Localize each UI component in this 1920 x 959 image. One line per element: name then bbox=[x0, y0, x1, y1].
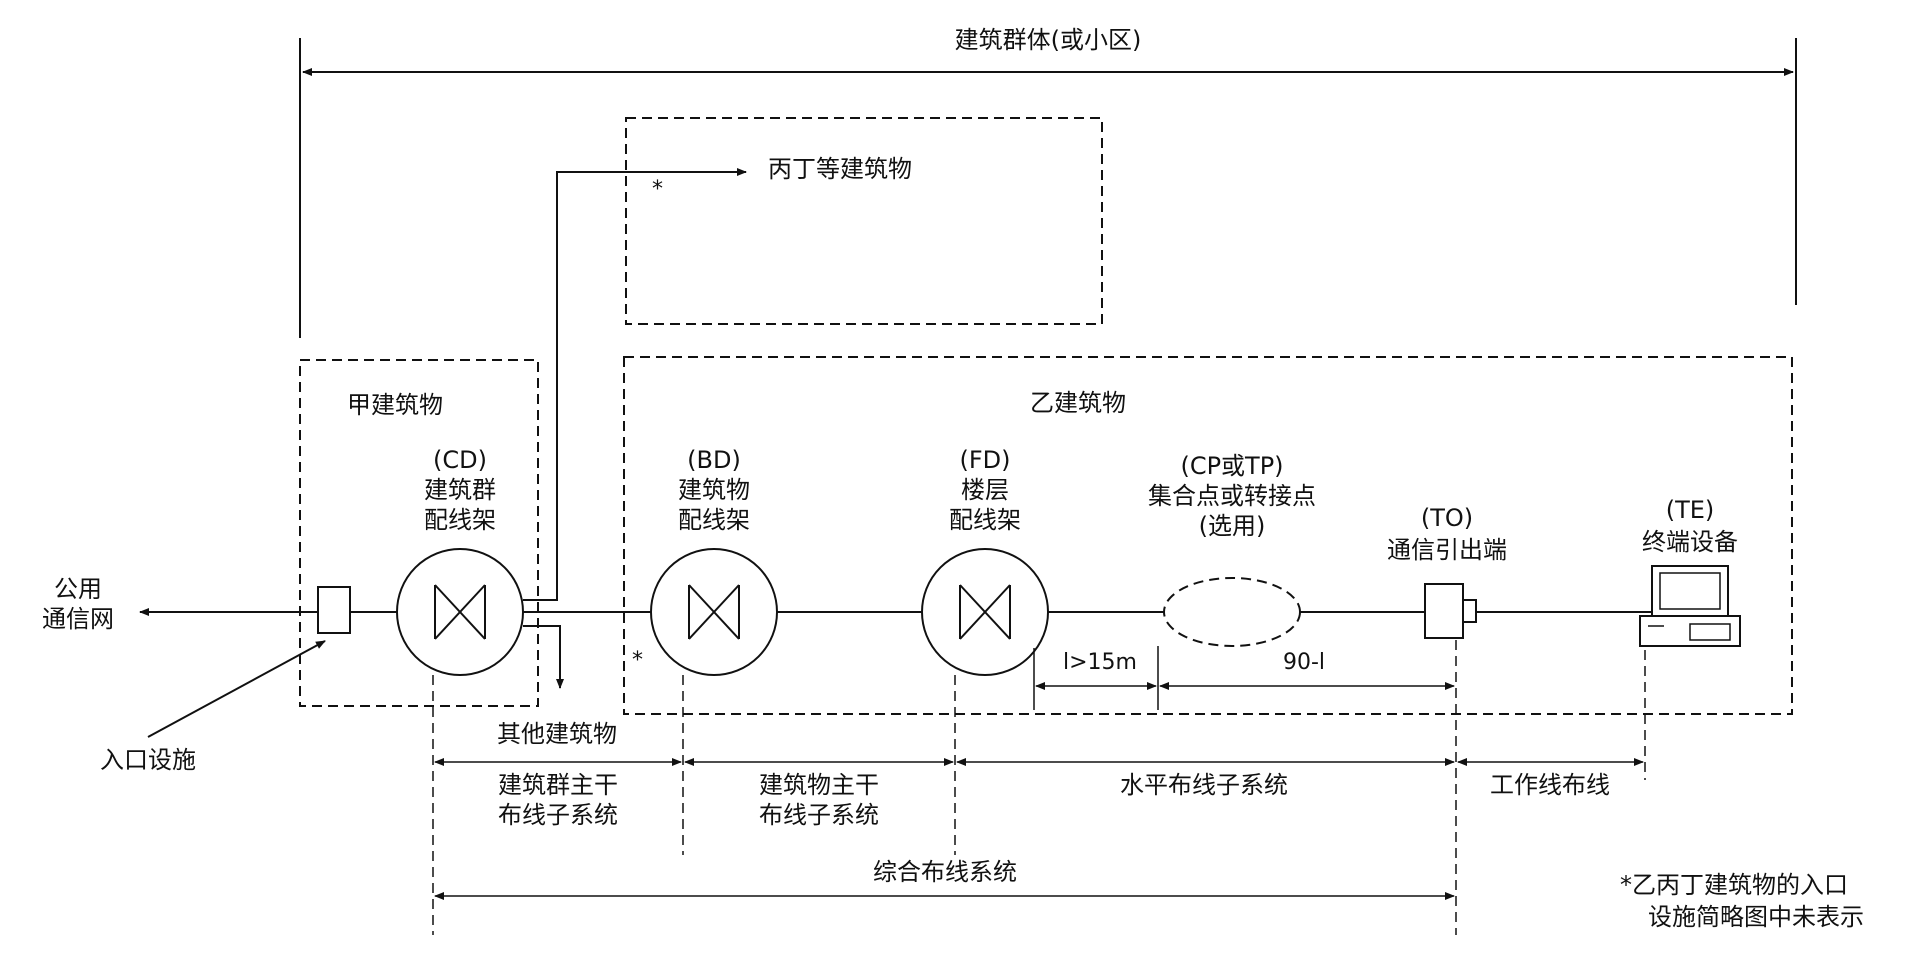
bd-code: (BD) bbox=[687, 446, 741, 474]
building-b-label: 乙建筑物 bbox=[1030, 389, 1126, 417]
sub-campus-label-2: 布线子系统 bbox=[498, 801, 618, 829]
entrance-facility-box bbox=[317, 586, 351, 634]
to-name: 通信引出端 bbox=[1387, 536, 1507, 564]
subsystem-dividers bbox=[432, 640, 1646, 935]
branch-down-other-buildings bbox=[523, 625, 564, 689]
dist-l-label: l>15m bbox=[1063, 650, 1137, 675]
building-b-box bbox=[623, 356, 1793, 715]
distance-dimensions bbox=[1033, 646, 1455, 710]
public-network-label-1: 公用 bbox=[54, 575, 102, 603]
public-network-label-2: 通信网 bbox=[42, 605, 114, 633]
entrance-facility-label: 入口设施 bbox=[100, 746, 196, 774]
sub-campus-label-1: 建筑群主干 bbox=[498, 771, 618, 799]
to-code: (TO) bbox=[1421, 504, 1473, 532]
cp-code: (CP或TP) bbox=[1180, 452, 1283, 480]
sub-horizontal-label: 水平布线子系统 bbox=[1120, 771, 1288, 799]
sub-building-label-2: 布线子系统 bbox=[759, 801, 879, 829]
building-a-label: 甲建筑物 bbox=[347, 391, 443, 419]
other-buildings-bottom-label: 其他建筑物 bbox=[497, 720, 617, 748]
cd-code: (CD) bbox=[433, 446, 487, 474]
dist-90-label: 90-l bbox=[1283, 650, 1325, 675]
cd-switch-icon bbox=[434, 584, 486, 640]
bd-switch-icon bbox=[688, 584, 740, 640]
sub-building-label-1: 建筑物主干 bbox=[759, 771, 879, 799]
computer-icon bbox=[1639, 565, 1741, 647]
fd-name-2: 配线架 bbox=[949, 506, 1021, 534]
complex-span bbox=[299, 38, 1797, 338]
cp-ellipse bbox=[1163, 577, 1301, 647]
fd-switch-icon bbox=[959, 584, 1011, 640]
other-buildings-box bbox=[625, 117, 1103, 325]
to-outlet-plug bbox=[1462, 599, 1477, 623]
fd-code: (FD) bbox=[959, 446, 1010, 474]
cd-name-1: 建筑群 bbox=[424, 476, 496, 504]
cp-name-2: (选用) bbox=[1199, 512, 1266, 540]
complex-title: 建筑群体(或小区) bbox=[955, 26, 1142, 54]
bd-name-2: 配线架 bbox=[678, 506, 750, 534]
star-mark-b: * bbox=[632, 648, 643, 673]
cp-name-1: 集合点或转接点 bbox=[1148, 482, 1316, 510]
footnote-line-1: *乙丙丁建筑物的入口 bbox=[1620, 871, 1848, 899]
to-outlet-icon bbox=[1424, 583, 1464, 639]
fd-name-1: 楼层 bbox=[961, 476, 1009, 504]
other-buildings-top-label: 丙丁等建筑物 bbox=[768, 155, 912, 183]
building-a-box bbox=[299, 359, 539, 707]
integrated-system-label: 综合布线系统 bbox=[873, 858, 1017, 886]
entrance-pointer-arrow bbox=[147, 640, 326, 738]
footnote-line-2: 设施简略图中未表示 bbox=[1648, 903, 1864, 931]
branch-to-other-buildings bbox=[523, 168, 747, 601]
bd-name-1: 建筑物 bbox=[678, 476, 750, 504]
sub-work-area-label: 工作线布线 bbox=[1490, 771, 1610, 799]
cd-name-2: 配线架 bbox=[424, 506, 496, 534]
te-code: (TE) bbox=[1666, 496, 1715, 524]
subsystem-spans bbox=[434, 758, 1644, 900]
star-mark-top: * bbox=[652, 177, 663, 202]
te-name: 终端设备 bbox=[1642, 528, 1738, 556]
